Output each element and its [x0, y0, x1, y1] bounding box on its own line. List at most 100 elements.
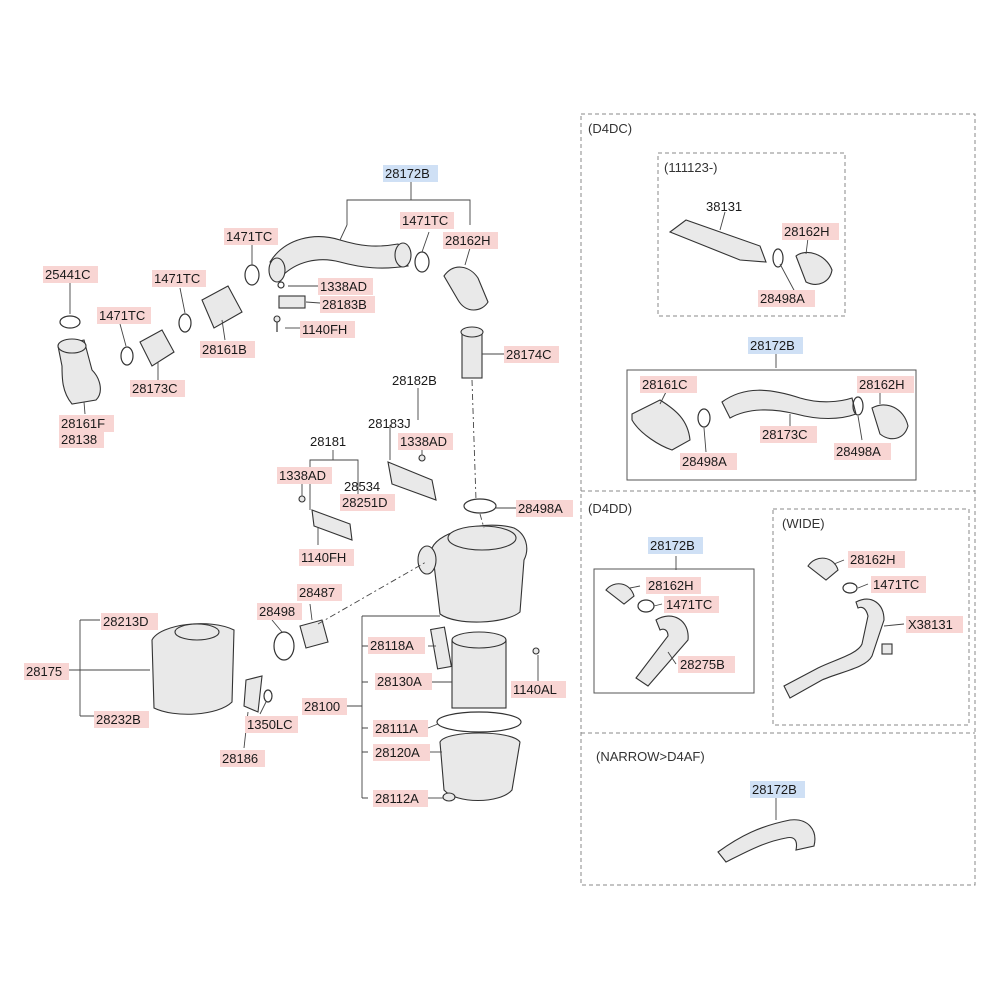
- bg-28112A: [373, 790, 428, 807]
- bg-28498A-2: [758, 290, 815, 307]
- bg-28162H-2: [782, 223, 839, 240]
- sleeve-28487: [299, 619, 329, 649]
- bracket-28183J: [387, 461, 437, 501]
- elbow-28162H-wide: [807, 557, 839, 581]
- bolt-1338AD-3: [298, 495, 306, 503]
- label-25441C: 25441C: [45, 267, 91, 282]
- leader-b: [421, 231, 430, 253]
- label-38131: 38131: [706, 199, 742, 214]
- bg-28498A-4: [834, 443, 891, 460]
- label-1471TC-2: 1471TC: [402, 213, 448, 228]
- bg-28138: [59, 431, 104, 448]
- leader-z: [344, 615, 440, 799]
- reservoir-body: [151, 623, 235, 715]
- label-28498A-3: 28498A: [682, 454, 727, 469]
- bg-28498A-1: [516, 500, 573, 517]
- hose-28275B: [635, 615, 689, 687]
- assembly-centerlines: [317, 379, 485, 625]
- leader-u: [44, 619, 150, 717]
- pipe-X38131: [783, 598, 885, 699]
- label-1338AD-2: 1338AD: [400, 434, 447, 449]
- bg-1140FH-1: [300, 321, 355, 338]
- reservoir-28175: [151, 619, 329, 715]
- pipe-28174C: [460, 326, 484, 379]
- label-1471TC-1: 1471TC: [226, 229, 272, 244]
- leader-j: [83, 401, 86, 415]
- label-28161B: 28161B: [202, 342, 247, 357]
- duct-28161B: [201, 285, 243, 329]
- bolt-1338AD-2: [418, 454, 426, 462]
- bg-1338AD-1: [318, 278, 373, 295]
- leader-d4dc-9: [857, 415, 863, 441]
- centerline-3: [317, 561, 427, 625]
- label-d4dc-sub: (111123-): [664, 160, 717, 175]
- bg-28161B: [200, 341, 255, 358]
- leader-a: [339, 224, 348, 241]
- bg-28186: [220, 750, 265, 767]
- pipe-body: [461, 331, 483, 379]
- variant-frame-d4dd-assembly: [593, 568, 755, 694]
- label-28183J: 28183J: [368, 416, 411, 431]
- reservoir-cap: [174, 623, 220, 641]
- duct-28173C-d4dc: [721, 389, 857, 420]
- bracket-X38131: [881, 643, 893, 655]
- pipe-top: [460, 326, 484, 338]
- bg-25441C: [43, 266, 98, 283]
- clamp-28498: [273, 631, 295, 661]
- label-28173C-2: 28173C: [762, 427, 808, 442]
- bg-1338AD-3: [277, 467, 332, 484]
- bg-28162H-1: [443, 232, 498, 249]
- bg-28275B: [678, 656, 735, 673]
- label-28498A-1: 28498A: [518, 501, 563, 516]
- label-28162H-2: 28162H: [784, 224, 830, 239]
- bg-28130A: [375, 673, 432, 690]
- label-1338AD-3: 1338AD: [279, 468, 326, 483]
- label-28213D: 28213D: [103, 614, 149, 629]
- centerline-1: [471, 379, 477, 501]
- bg-28487: [297, 584, 342, 601]
- label-28251D: 28251D: [342, 495, 388, 510]
- bg-1140AL: [511, 681, 566, 698]
- label-28182B: 28182B: [392, 373, 437, 388]
- leader-d4dd-4: [667, 651, 677, 665]
- label-d4dd-title: (D4DD): [588, 501, 632, 516]
- bg-28251D: [340, 494, 395, 511]
- bg-X38131: [906, 616, 963, 633]
- clamp-d4dc-a: [697, 408, 711, 428]
- clamp-mid: [178, 313, 192, 333]
- grommet-1350LC: [263, 689, 273, 703]
- variant-frame-111123: [657, 152, 846, 317]
- label-28232B: 28232B: [96, 712, 141, 727]
- label-28498A-2: 28498A: [760, 291, 805, 306]
- lower-case-28120A: [439, 732, 521, 801]
- label-narrow-title: (NARROW>D4AF): [596, 749, 705, 764]
- bg-28172B-d4dd: [648, 537, 703, 554]
- clamp-d4dc-b: [852, 396, 864, 416]
- label-28174C: 28174C: [506, 347, 552, 362]
- leader-h: [221, 319, 226, 341]
- bg-28183B: [320, 296, 375, 313]
- label-1350LC: 1350LC: [247, 717, 293, 732]
- leader-ac: [427, 723, 439, 729]
- leader-wide-2: [857, 583, 869, 589]
- elbow-28162H-d4dc: [795, 252, 833, 285]
- leader-d4dd-3: [653, 603, 663, 607]
- leader-x: [259, 701, 267, 715]
- label-1140FH-1: 1140FH: [302, 322, 347, 337]
- bg-1471TC-6: [871, 576, 926, 593]
- label-backgrounds: [24, 165, 963, 807]
- duct-28173C: [139, 329, 175, 367]
- variant-frame-wide: [772, 508, 970, 726]
- variant-frame-d4dc-assembly: [626, 369, 917, 481]
- label-1471TC-5: 1471TC: [666, 597, 712, 612]
- housing-inlet: [417, 545, 437, 575]
- bg-28213D: [101, 613, 158, 630]
- bracket-28183B: [278, 295, 306, 309]
- duct-28161C: [631, 399, 691, 451]
- leader-g: [119, 323, 127, 347]
- part-labels: 28172B 1471TC 1471TC 28162H 25441C 1471T…: [26, 121, 953, 806]
- bolt-head-1140FH: [273, 315, 281, 323]
- filter-28130A: [451, 639, 507, 709]
- elbow-28162H: [443, 266, 489, 311]
- bg-28161F: [59, 415, 114, 432]
